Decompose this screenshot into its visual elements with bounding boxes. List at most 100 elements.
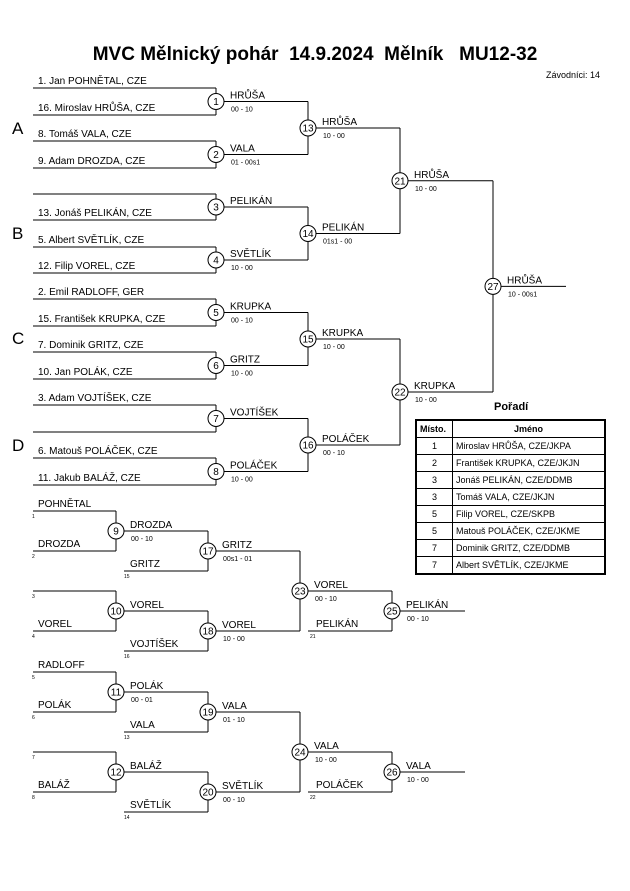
results-name: Miroslav HRŮŠA, CZE/JKPA [452,437,606,455]
match-number: 14 [302,229,314,240]
match-number: 6 [213,361,219,372]
match-winner: PELIKÁN [406,598,448,611]
match-score: 01 - 10 [223,717,245,724]
match-winner: SVĚTLÍK [222,779,263,792]
match-number: 25 [386,607,398,618]
match-number: 22 [394,388,406,399]
match-winner: PELIKÁN [322,221,364,234]
match-number-circle [107,522,125,540]
match-number-circle [391,172,409,190]
match-number-circle [383,602,401,620]
results-col-name: Jméno [452,419,606,438]
match-number-circle [299,119,317,137]
repechage-seed: 2 [32,554,35,560]
entry-name: 3. Adam VOJTÍŠEK, CZE [38,391,152,404]
match-score: 10 - 00 [415,397,437,404]
match-number: 13 [302,124,314,135]
fed-in-seed: 14 [124,815,130,821]
match-winner: HRŮŠA [230,89,265,102]
match-score: 10 - 00 [231,477,253,484]
match-number: 5 [213,308,219,319]
match-number: 8 [213,467,219,478]
entry-name: 2. Emil RADLOFF, GER [38,287,144,298]
results-place: 2 [415,454,453,472]
match-number-circle [299,330,317,348]
results-name: František KRUPKA, CZE/JKJN [452,454,606,472]
match-number-circle [484,277,502,295]
match-number: 18 [202,627,214,638]
match-score: 10 - 00 [223,636,245,643]
match-score: 00 - 01 [131,697,153,704]
match-winner: VOREL [130,600,164,611]
repechage-entry-name: POLÁK [38,698,72,711]
match-number-circle [199,703,217,721]
match-winner: HRŮŠA [507,273,542,286]
repechage-seed: 7 [32,755,35,761]
match-number-circle [383,763,401,781]
match-winner: POLÁČEK [322,432,370,445]
entry-name: 15. František KRUPKA, CZE [38,314,166,325]
fed-in-name: VALA [130,720,155,731]
repechage-seed: 5 [32,675,35,681]
match-score: 00 - 10 [323,450,345,457]
repechage-entry-name: BALÁŽ [38,778,70,791]
match-number-circle [299,436,317,454]
match-score: 10 - 00 [415,186,437,193]
results-col-place: Místo. [415,419,453,438]
fed-in-name: VOJTÍŠEK [130,637,179,650]
match-number-circle [199,783,217,801]
match-number: 26 [386,768,398,779]
match-winner: HRŮŠA [414,168,449,181]
match-winner: GRITZ [230,355,260,366]
results-place: 3 [415,471,453,489]
match-score: 10 - 00 [231,371,253,378]
match-number: 1 [213,97,219,108]
fed-in-seed: 13 [124,735,130,741]
fed-in-name: SVĚTLÍK [130,798,171,811]
match-number: 17 [202,547,214,558]
results-name: Filip VOREL, CZE/SKPB [452,505,606,523]
results-name: Jonáš PELIKÁN, CZE/DDMB [452,471,606,489]
match-winner: GRITZ [222,540,252,551]
fed-in-name: POLÁČEK [316,778,364,791]
repechage-seed: 3 [32,594,35,600]
results-place: 1 [415,437,453,455]
entry-name: 6. Matouš POLÁČEK, CZE [38,444,158,457]
match-number: 11 [111,688,122,699]
match-number-circle [207,198,225,216]
match-number: 2 [213,150,219,161]
results-place: 7 [415,539,453,557]
fed-in-name: GRITZ [130,559,160,570]
match-winner: VALA [406,761,431,772]
results-place: 3 [415,488,453,506]
results-place: 7 [415,556,453,575]
match-winner: SVĚTLÍK [230,247,271,260]
group-label-c: C [12,329,24,348]
fed-in-seed: 16 [124,654,130,660]
match-winner: KRUPKA [230,302,271,313]
fed-in-seed: 15 [124,574,130,580]
page-title: MVC Mělnický pohár 14.9.2024 Mělník MU12… [92,44,538,65]
match-number-circle [107,602,125,620]
repechage-entry-name: DROZDA [38,539,81,550]
entry-name: 1. Jan POHNĚTAL, CZE [38,74,147,87]
entry-name: 7. Dominik GRITZ, CZE [38,340,144,351]
repechage-entry-name: VOREL [38,619,72,630]
match-number: 15 [302,335,314,346]
match-number-circle [207,357,225,374]
entry-name: 10. Jan POLÁK, CZE [38,365,133,378]
match-winner: VALA [230,144,255,155]
results-header-row: Místo. Jméno [415,419,606,438]
match-winner: VALA [222,701,247,712]
match-score: 00 - 10 [231,318,253,325]
match-score: 00 - 10 [231,107,253,114]
match-number-circle [207,463,225,480]
